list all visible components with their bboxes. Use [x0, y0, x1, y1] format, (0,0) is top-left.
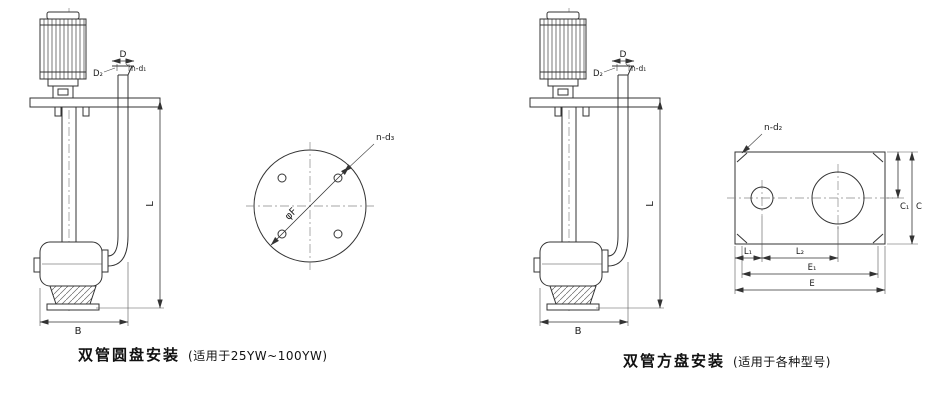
motor-body — [39, 18, 87, 80]
corner-hole-mark — [872, 233, 884, 244]
corner-hole-mark — [736, 233, 748, 244]
motor — [39, 11, 87, 99]
pump-side-view-right — [530, 8, 664, 337]
dim-label-C: C — [916, 202, 922, 212]
motor-fan-cover — [46, 11, 80, 20]
pump-casing — [33, 241, 103, 287]
dim-label-E: E — [809, 279, 814, 289]
dimension-bottom: L₁ L₂ E₁ E — [734, 216, 886, 294]
dim-label-L: L — [145, 201, 156, 207]
elbow-outer — [107, 235, 129, 267]
motor-base-flange — [47, 78, 79, 87]
left-caption-note: (适用于25YW~100YW) — [188, 349, 328, 363]
dim-label-nd2: n-d₂ — [764, 123, 783, 133]
discharge-flange-detail: D D₂ n-d₁ — [93, 50, 146, 79]
right-figure-caption: 双管方盘安装 (适用于各种型号) — [623, 350, 831, 371]
dimension-B: B — [39, 262, 129, 337]
dim-label-E1: E₁ — [808, 263, 817, 273]
suction-pipe-hole — [750, 186, 774, 210]
corner-hole-mark — [736, 152, 748, 163]
dim-label-B: B — [75, 326, 82, 337]
dim-label-nd1: n-d₁ — [131, 64, 146, 73]
mounting-plate — [29, 97, 161, 117]
motor-stand-detail — [57, 88, 69, 96]
elbow-flange — [101, 249, 109, 273]
left-caption-title: 双管圆盘安装 — [78, 346, 181, 364]
column-pipe — [61, 107, 77, 248]
dim-label-D: D — [120, 50, 127, 60]
corner-hole-mark — [872, 152, 884, 163]
disc-flange-view: φF n-d₃ — [246, 133, 395, 270]
leader-nd2 — [741, 133, 763, 154]
left-figure-caption: 双管圆盘安装 (适用于25YW~100YW) — [78, 344, 328, 365]
dim-label-D2: D₂ — [93, 69, 103, 79]
dim-label-C1: C₁ — [900, 202, 909, 212]
dim-label-L1: L₁ — [744, 247, 752, 257]
strainer-base — [46, 303, 100, 311]
elbow-inner — [107, 235, 119, 257]
right-caption-note: (适用于各种型号) — [733, 355, 831, 369]
column-pipe-hole — [811, 171, 865, 225]
square-plate-view: n-d₂ C₁ C L₁ — [727, 123, 922, 294]
dim-line-phiF — [270, 166, 350, 246]
dim-label-L2: L₂ — [796, 247, 804, 257]
dimension-C1-C: C₁ C — [887, 151, 922, 245]
dim-label-nd3: n-d₃ — [376, 133, 395, 143]
suction-strainer — [46, 285, 100, 311]
casing-side-flange — [33, 257, 41, 273]
leader-nd3 — [343, 143, 375, 173]
dimension-L: L — [96, 100, 164, 309]
right-caption-title: 双管方盘安装 — [623, 352, 726, 370]
pump-side-view: D D₂ n-d₁ — [29, 8, 164, 337]
